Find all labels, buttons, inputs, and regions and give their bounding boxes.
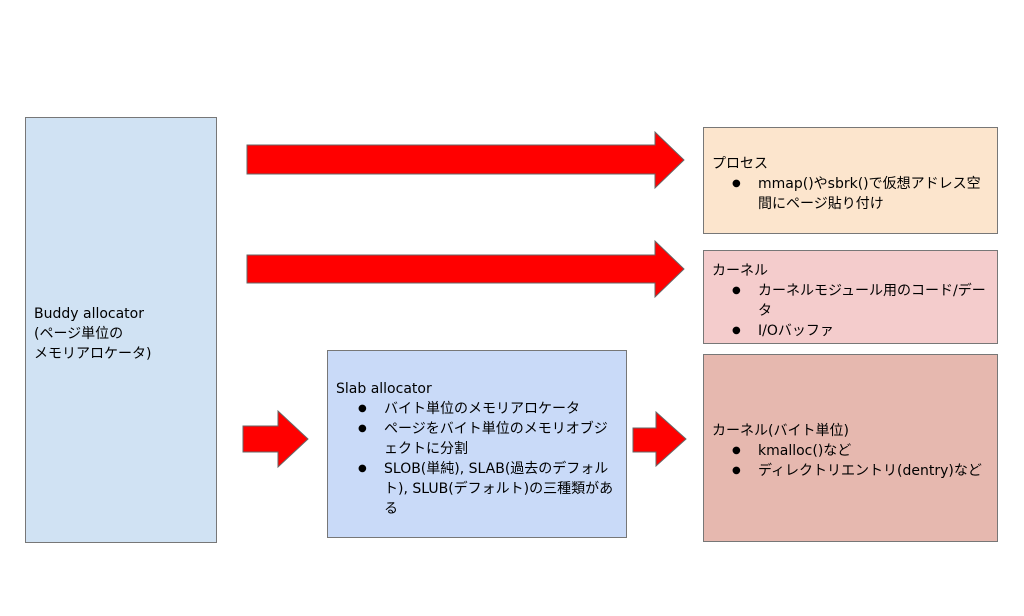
list-item: ページをバイト単位のメモリオブジェクトに分割 [358, 419, 618, 459]
kernel-byte-list: kmalloc()など ディレクトリエントリ(dentry)など [712, 441, 991, 481]
arrow-buddy-to-kernel [246, 239, 685, 299]
list-item: mmap()やsbrk()で仮想アドレス空間にページ貼り付け [732, 174, 991, 214]
kernel-list: カーネルモジュール用のコード/データ I/Oバッファ [712, 281, 991, 341]
list-item: kmalloc()など [732, 441, 991, 461]
kernel-byte-title: カーネル(バイト単位) [712, 423, 849, 439]
list-item: カーネルモジュール用のコード/データ [732, 281, 991, 321]
process-box: プロセス mmap()やsbrk()で仮想アドレス空間にページ貼り付け [703, 127, 998, 234]
slab-allocator-title: Slab allocator [336, 381, 432, 397]
buddy-allocator-label: Buddy allocator (ページ単位の メモリアロケータ) [34, 306, 152, 362]
arrow-buddy-to-slab [242, 409, 309, 469]
kernel-title: カーネル [712, 263, 768, 279]
kernel-box: カーネル カーネルモジュール用のコード/データ I/Oバッファ [703, 250, 998, 344]
arrow-buddy-to-process [246, 130, 685, 190]
list-item: I/Oバッファ [732, 321, 991, 341]
slab-allocator-list: バイト単位のメモリアロケータ ページをバイト単位のメモリオブジェクトに分割 SL… [336, 399, 618, 519]
buddy-allocator-box: Buddy allocator (ページ単位の メモリアロケータ) [25, 117, 217, 543]
process-list: mmap()やsbrk()で仮想アドレス空間にページ貼り付け [712, 174, 991, 214]
slab-allocator-box: Slab allocator バイト単位のメモリアロケータ ページをバイト単位の… [327, 350, 627, 538]
process-title: プロセス [712, 156, 768, 172]
arrow-slab-to-kernel-byte [632, 410, 687, 468]
list-item: バイト単位のメモリアロケータ [358, 399, 618, 419]
kernel-byte-box: カーネル(バイト単位) kmalloc()など ディレクトリエントリ(dentr… [703, 354, 998, 542]
list-item: SLOB(単純), SLAB(過去のデフォルト), SLUB(デフォルト)の三種… [358, 459, 618, 519]
list-item: ディレクトリエントリ(dentry)など [732, 461, 991, 481]
